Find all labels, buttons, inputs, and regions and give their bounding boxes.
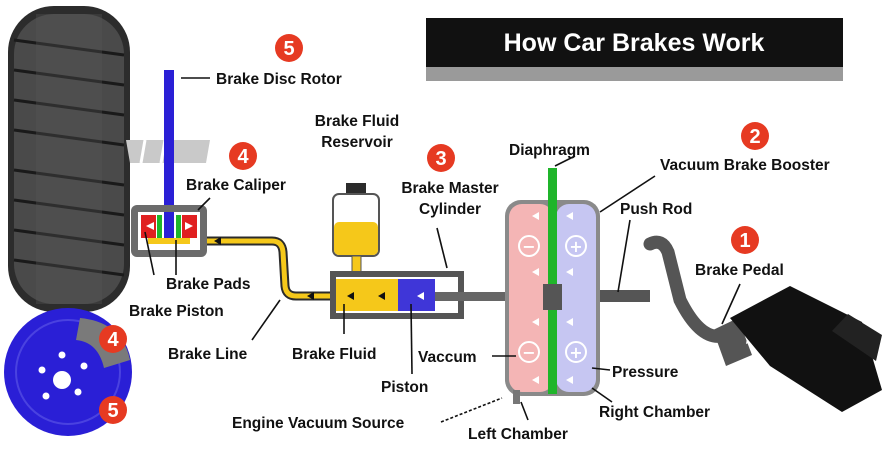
badge-1: 1 bbox=[731, 226, 759, 254]
brake-line bbox=[207, 236, 332, 301]
label-right-chamber: Right Chamber bbox=[599, 404, 710, 421]
label-master-line2: Cylinder bbox=[419, 201, 481, 218]
svg-text:+: + bbox=[569, 343, 582, 362]
label-brake-piston: Brake Piston bbox=[129, 303, 224, 320]
label-pressure: Pressure bbox=[612, 364, 679, 381]
label-engine-vacuum-source: Engine Vacuum Source bbox=[232, 415, 405, 432]
brake-pad-left bbox=[157, 215, 162, 238]
title-banner: How Car Brakes Work bbox=[426, 18, 843, 81]
svg-text:3: 3 bbox=[435, 148, 446, 170]
right-chamber bbox=[556, 204, 596, 392]
foot-shoe bbox=[730, 286, 882, 412]
svg-text:5: 5 bbox=[107, 400, 118, 422]
label-brake-line: Brake Line bbox=[168, 346, 248, 363]
label-push-rod: Push Rod bbox=[620, 201, 692, 218]
label-brake-disc-rotor: Brake Disc Rotor bbox=[216, 71, 342, 88]
svg-text:+: + bbox=[569, 237, 582, 256]
badge-2: 2 bbox=[741, 122, 769, 150]
badge-disc-5: 5 bbox=[99, 396, 127, 424]
label-vacuum-brake-booster: Vacuum Brake Booster bbox=[660, 157, 830, 174]
label-brake-pedal: Brake Pedal bbox=[695, 262, 784, 279]
vacuum-brake-booster: − − + + bbox=[505, 168, 600, 404]
label-left-chamber: Left Chamber bbox=[468, 426, 568, 443]
badge-5-top: 5 bbox=[275, 34, 303, 62]
badge-4: 4 bbox=[229, 142, 257, 170]
label-diaphragm: Diaphragm bbox=[509, 142, 590, 159]
leader-lines bbox=[144, 77, 741, 423]
brake-pedal-assembly bbox=[600, 235, 882, 412]
brake-caliper bbox=[131, 205, 207, 257]
diagram-title: How Car Brakes Work bbox=[504, 29, 765, 57]
svg-text:4: 4 bbox=[237, 146, 249, 168]
svg-text:−: − bbox=[522, 343, 535, 362]
label-brake-pads: Brake Pads bbox=[166, 276, 250, 293]
label-brake-fluid: Brake Fluid bbox=[292, 346, 376, 363]
diaphragm bbox=[548, 168, 557, 394]
tire bbox=[8, 6, 130, 312]
svg-text:2: 2 bbox=[749, 126, 760, 148]
brake-fluid-chamber bbox=[336, 279, 398, 311]
svg-text:4: 4 bbox=[107, 329, 119, 351]
badge-disc-4: 4 bbox=[99, 325, 127, 353]
label-reservoir-line1: Brake Fluid bbox=[315, 113, 399, 130]
badge-3: 3 bbox=[427, 144, 455, 172]
brake-disc-rotor bbox=[164, 70, 174, 240]
label-brake-caliper: Brake Caliper bbox=[186, 177, 286, 194]
label-master-line1: Brake Master bbox=[401, 180, 498, 197]
master-piston bbox=[398, 279, 435, 311]
label-piston: Piston bbox=[381, 379, 428, 396]
labels: Brake Disc Rotor Brake Caliper Brake Pad… bbox=[129, 71, 830, 443]
svg-text:1: 1 bbox=[739, 230, 750, 252]
label-vaccum: Vaccum bbox=[418, 349, 477, 366]
brake-pad-right bbox=[176, 215, 181, 238]
brake-fluid-reservoir bbox=[332, 183, 380, 277]
label-reservoir-line2: Reservoir bbox=[321, 134, 393, 151]
svg-text:5: 5 bbox=[283, 38, 294, 60]
svg-text:−: − bbox=[522, 237, 535, 256]
